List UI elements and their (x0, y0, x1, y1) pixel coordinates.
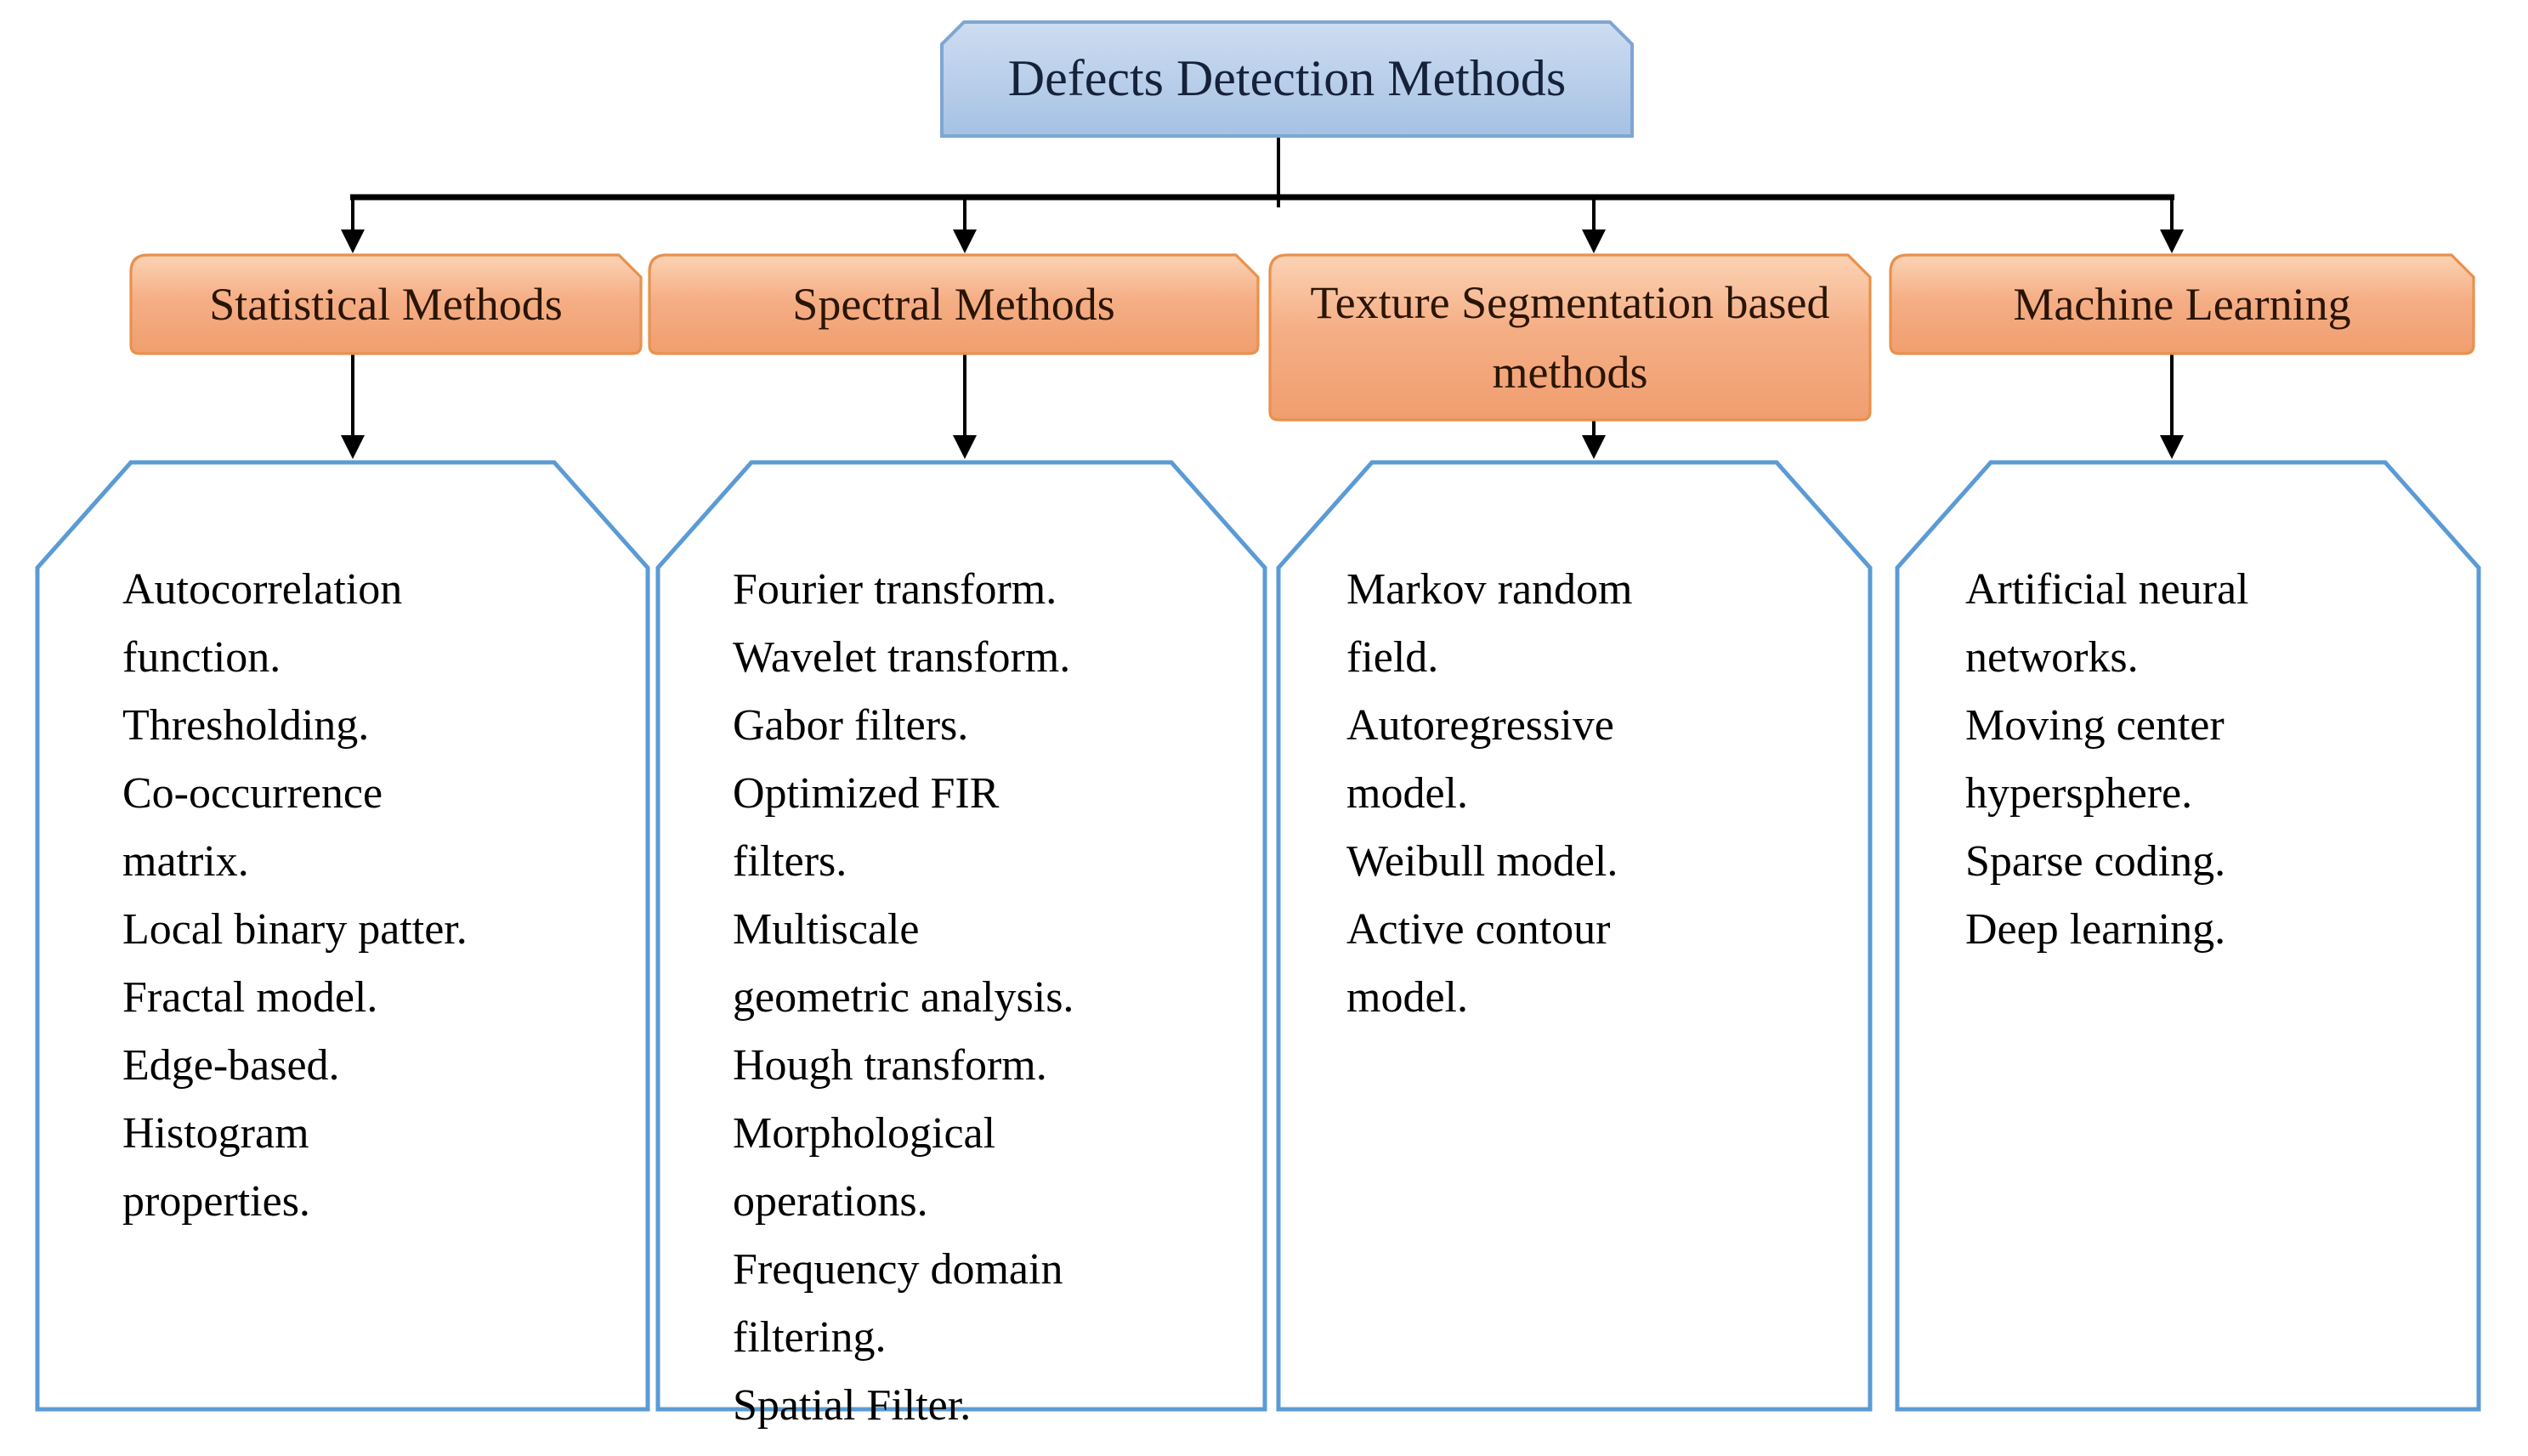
root-node-label: Defects Detection Methods (1007, 50, 1567, 106)
arrowhead-spectral-list (953, 435, 977, 459)
list-item: Thresholding. (122, 700, 370, 750)
list-item: Artificial neural networks. (1965, 564, 2249, 682)
list-item: Gabor filters. (733, 700, 969, 750)
category-label-statistical: Statistical Methods (209, 278, 563, 330)
list-item: Markov random field. (1346, 564, 1633, 682)
root-node-box (940, 20, 1634, 138)
method-list-texture: Markov random field. Autoregressive mode… (1346, 556, 1686, 1032)
method-list-spectral: Fourier transform. Wavelet transform. Ga… (733, 556, 1093, 1440)
list-item: Moving center hypersphere. (1965, 700, 2225, 818)
list-item: Weibull model. (1346, 836, 1618, 886)
list-item: Multiscale geometric analysis. (733, 904, 1074, 1022)
list-item: Histogram properties. (122, 1108, 310, 1226)
arrowhead-to-spectral (953, 229, 977, 253)
list-item: Wavelet transform. (733, 632, 1071, 682)
list-box-machine-learning (1895, 460, 2481, 1412)
arrowhead-machine-learning-list (2160, 435, 2184, 459)
category-box-statistical (129, 253, 643, 355)
category-box-spectral (648, 253, 1260, 355)
list-box-spectral (655, 460, 1267, 1412)
list-item: Fractal model. (122, 972, 378, 1022)
method-list-statistical: Autocorrelation function. Thresholding. … (122, 556, 488, 1236)
list-box-texture (1276, 460, 1873, 1412)
list-item: Autocorrelation function. (122, 564, 403, 682)
arrowhead-to-texture (1582, 229, 1606, 253)
category-label-machine-learning: Machine Learning (2013, 278, 2351, 330)
list-item: Frequency domain filtering. (733, 1244, 1063, 1362)
method-list-machine-learning: Artificial neural networks. Moving cente… (1965, 556, 2322, 964)
list-item: Edge-based. (122, 1040, 340, 1090)
list-item: Hough transform. (733, 1040, 1047, 1090)
arrowhead-texture-list (1582, 435, 1606, 459)
list-item: Optimized FIR filters. (733, 768, 1000, 886)
category-box-texture (1268, 253, 1872, 422)
list-item: Deep learning. (1965, 904, 2226, 954)
list-item: Co-occurrence matrix. (122, 768, 383, 886)
list-item: Local binary patter. (122, 904, 468, 954)
arrowhead-statistical-list (341, 435, 365, 459)
category-label-spectral: Spectral Methods (792, 278, 1115, 330)
arrowhead-to-machine-learning (2160, 229, 2184, 253)
arrowhead-to-statistical (341, 229, 365, 253)
list-item: Fourier transform. (733, 564, 1057, 614)
list-item: Spatial Filter. (733, 1380, 972, 1430)
list-item: Autoregressive model. (1346, 700, 1614, 818)
list-item: Sparse coding. (1965, 836, 2226, 886)
list-item: Morphological operations. (733, 1108, 996, 1226)
list-box-statistical (35, 460, 650, 1412)
category-box-machine-learning (1889, 253, 2475, 355)
category-label-texture: Texture Segmentation based methods (1310, 277, 1830, 397)
list-item: Active contour model. (1346, 904, 1611, 1022)
